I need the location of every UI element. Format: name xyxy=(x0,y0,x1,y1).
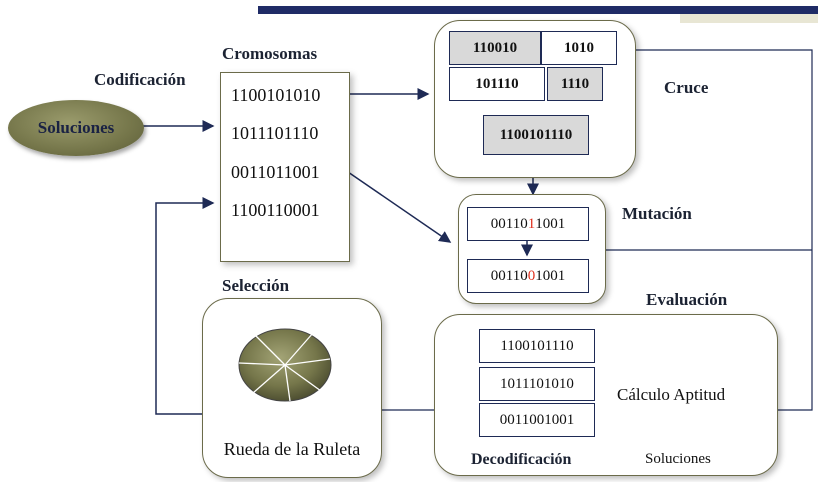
chromosome-1: 1100101010 xyxy=(231,85,321,105)
chromosome-2: 1011101110 xyxy=(231,123,319,143)
mutacion-before-bit: 1 xyxy=(527,215,536,232)
arrow-cromosomas-to-mutacion xyxy=(347,171,452,243)
calculo-aptitud-label: Cálculo Aptitud xyxy=(617,385,726,404)
header-bar-accent xyxy=(680,14,818,23)
evaluacion-chromosome-3: 0011001001 xyxy=(479,403,595,437)
mutacion-before-prefix: 00110 xyxy=(490,215,528,232)
cruce-parent1-left: 110010 xyxy=(449,31,541,65)
codificacion-label: Codificación xyxy=(94,70,186,89)
mutacion-after-bit: 0 xyxy=(527,267,536,284)
evaluacion-label: Evaluación xyxy=(646,290,728,309)
roulette-wheel-icon xyxy=(238,328,332,402)
cromosomas-box: 1100101010 1011101110 0011011001 1100110… xyxy=(220,72,350,262)
mutacion-label: Mutación xyxy=(622,204,692,223)
mutacion-after-suffix: 1001 xyxy=(535,267,566,284)
soluciones-oval: Soluciones xyxy=(8,100,144,156)
line-cruce-to-right xyxy=(634,49,813,411)
chromosome-3: 0011011001 xyxy=(231,162,320,182)
seleccion-label: Selección xyxy=(222,276,290,295)
soluciones-oval-label: Soluciones xyxy=(37,118,115,137)
cruce-parent2-right: 1110 xyxy=(547,67,603,101)
evaluacion-panel: 1100101110 1011101010 0011001001 Cálculo… xyxy=(434,314,778,476)
cruce-child: 1100101110 xyxy=(483,115,589,155)
soluciones-small-label: Soluciones xyxy=(645,451,711,467)
cruce-parent1-right: 1010 xyxy=(541,31,617,65)
chromosome-4: 1100110001 xyxy=(231,200,320,220)
rueda-label: Rueda de la Ruleta xyxy=(223,439,361,459)
cruce-label: Cruce xyxy=(664,78,709,97)
mutacion-after-prefix: 00110 xyxy=(490,267,528,284)
evaluacion-chromosome-2: 1011101010 xyxy=(479,367,595,401)
seleccion-panel: Rueda de la Ruleta xyxy=(202,298,382,478)
cruce-panel: 110010 1010 101110 1110 1100101110 xyxy=(434,20,636,178)
decodificacion-label: Decodificación xyxy=(471,451,572,468)
evaluacion-chromosome-1: 1100101110 xyxy=(479,329,595,363)
mutacion-before-suffix: 1001 xyxy=(535,215,566,232)
header-bar xyxy=(258,6,818,14)
cruce-parent2-left: 101110 xyxy=(449,67,545,101)
cromosomas-label: Cromosomas xyxy=(222,44,318,63)
arrow-seleccion-to-cromosomas xyxy=(155,197,215,415)
mutacion-down-arrow xyxy=(521,241,533,257)
